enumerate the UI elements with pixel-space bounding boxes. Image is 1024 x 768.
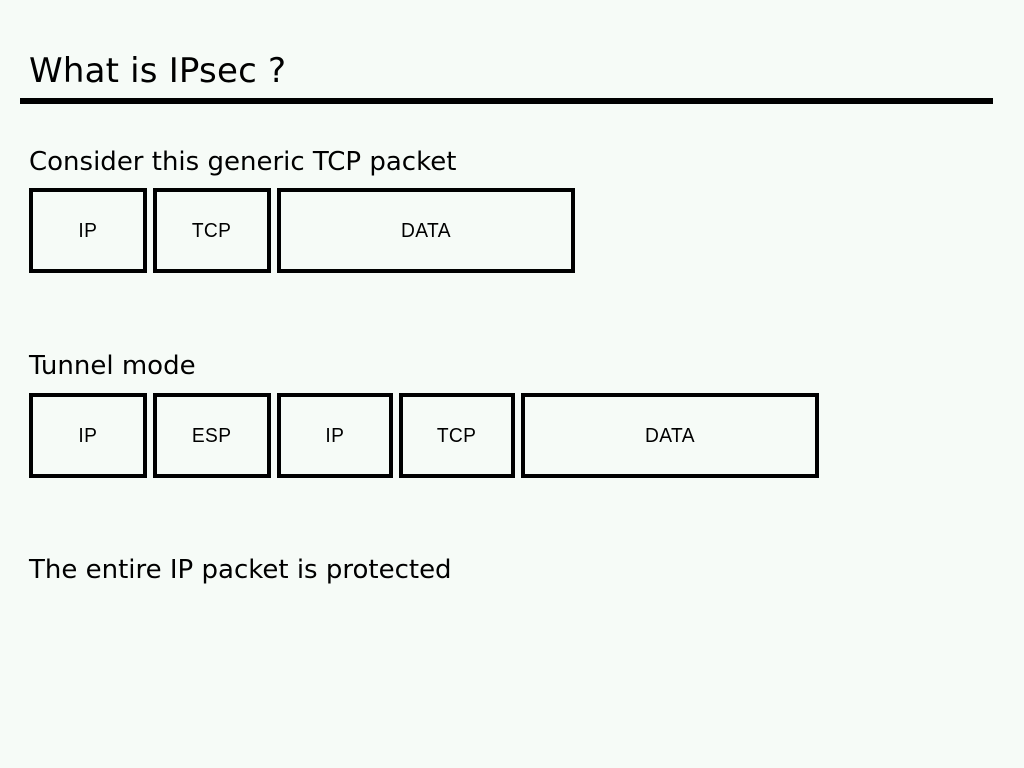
packet-field-label: IP bbox=[78, 219, 98, 242]
packet-field-ip: IP bbox=[29, 188, 147, 273]
packet-field-label: IP bbox=[325, 424, 345, 447]
packet-diagram-tunnel-mode: IP ESP IP TCP DATA bbox=[29, 393, 819, 478]
packet-field-data: DATA bbox=[277, 188, 575, 273]
page-title: What is IPsec ? bbox=[29, 51, 287, 91]
packet-field-label: TCP bbox=[192, 219, 232, 242]
packet-field-label: DATA bbox=[401, 219, 451, 242]
packet-field-tcp: TCP bbox=[399, 393, 515, 478]
packet-field-tcp: TCP bbox=[153, 188, 271, 273]
section-label-generic-tcp-packet: Consider this generic TCP packet bbox=[29, 147, 457, 177]
packet-diagram-generic-tcp: IP TCP DATA bbox=[29, 188, 575, 273]
packet-field-label: TCP bbox=[437, 424, 477, 447]
packet-field-label: ESP bbox=[192, 424, 232, 447]
packet-field-esp: ESP bbox=[153, 393, 271, 478]
section-label-tunnel-mode: Tunnel mode bbox=[29, 351, 196, 381]
packet-field-inner-ip: IP bbox=[277, 393, 393, 478]
packet-field-data: DATA bbox=[521, 393, 819, 478]
footnote-text: The entire IP packet is protected bbox=[29, 555, 452, 585]
packet-field-outer-ip: IP bbox=[29, 393, 147, 478]
packet-field-label: DATA bbox=[645, 424, 695, 447]
title-underline-rule bbox=[20, 98, 993, 104]
packet-field-label: IP bbox=[78, 424, 98, 447]
